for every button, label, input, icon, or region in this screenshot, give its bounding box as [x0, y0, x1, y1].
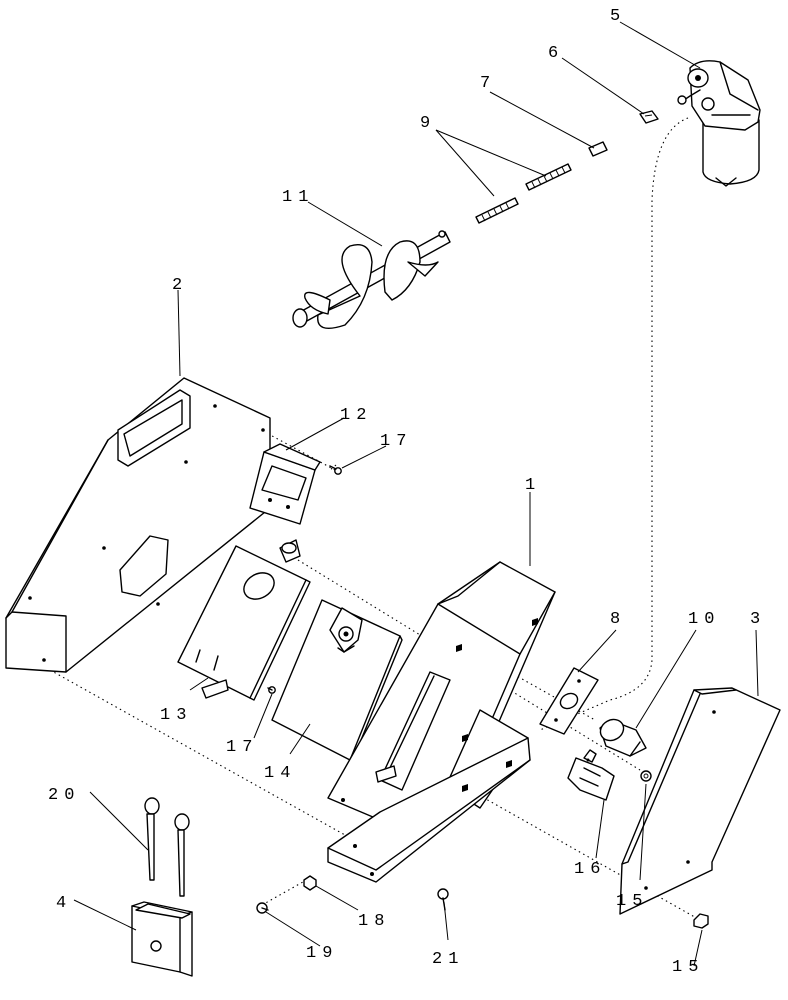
callout-21: 21	[432, 950, 464, 969]
pins-part-20	[144, 797, 190, 897]
screw-part-21	[437, 888, 449, 911]
screw-part-19	[256, 902, 269, 914]
callout-2: 2	[172, 276, 188, 295]
screw-part-17-a	[329, 465, 342, 475]
pin-part-7	[588, 141, 608, 157]
callout-20: 20	[48, 786, 80, 805]
callout-4: 4	[56, 894, 72, 913]
callout-6: 6	[548, 44, 564, 63]
callout-8: 8	[610, 610, 626, 629]
gasket-part-8	[539, 667, 599, 735]
nut-part-15-b	[693, 913, 709, 929]
callout-14: 14	[264, 764, 296, 783]
callout-13: 13	[160, 706, 192, 725]
bracket-part-12	[249, 443, 321, 525]
callout-17-top: 17	[380, 432, 412, 451]
connector-part-16	[567, 749, 615, 801]
cover-plate-part-13	[177, 539, 311, 701]
callout-7: 7	[480, 74, 496, 93]
block-part-4	[131, 901, 193, 977]
callout-3: 3	[750, 610, 766, 629]
nut-part-18	[303, 875, 317, 891]
housing-part-1	[327, 561, 556, 883]
side-cover-part-3	[619, 687, 781, 915]
auger-part-11	[292, 230, 451, 329]
nut-part-15-a	[640, 770, 652, 782]
callout-15-middle: 15	[616, 892, 648, 911]
callout-11: 11	[282, 188, 314, 207]
callout-18: 18	[358, 912, 390, 931]
screw-part-17-b	[267, 686, 276, 694]
motor-part-5	[677, 60, 761, 187]
callout-16: 16	[574, 860, 606, 879]
callout-5: 5	[610, 7, 626, 26]
callout-9: 9	[420, 114, 436, 133]
leader-lines	[73, 21, 759, 967]
callout-10: 10	[688, 610, 720, 629]
callout-1: 1	[525, 476, 541, 495]
callout-15-bottom: 15	[672, 958, 704, 977]
callout-labels: 5 6 7 9 11 2 12 17 1 8 10 3 13 17 14 16 …	[48, 7, 766, 977]
callout-12: 12	[340, 406, 372, 425]
callout-19: 19	[306, 944, 338, 963]
nut-part-6	[639, 110, 659, 124]
callout-17-bottom: 17	[226, 738, 258, 757]
springs-part-9	[475, 163, 572, 224]
cylinder-part-10	[599, 718, 647, 757]
